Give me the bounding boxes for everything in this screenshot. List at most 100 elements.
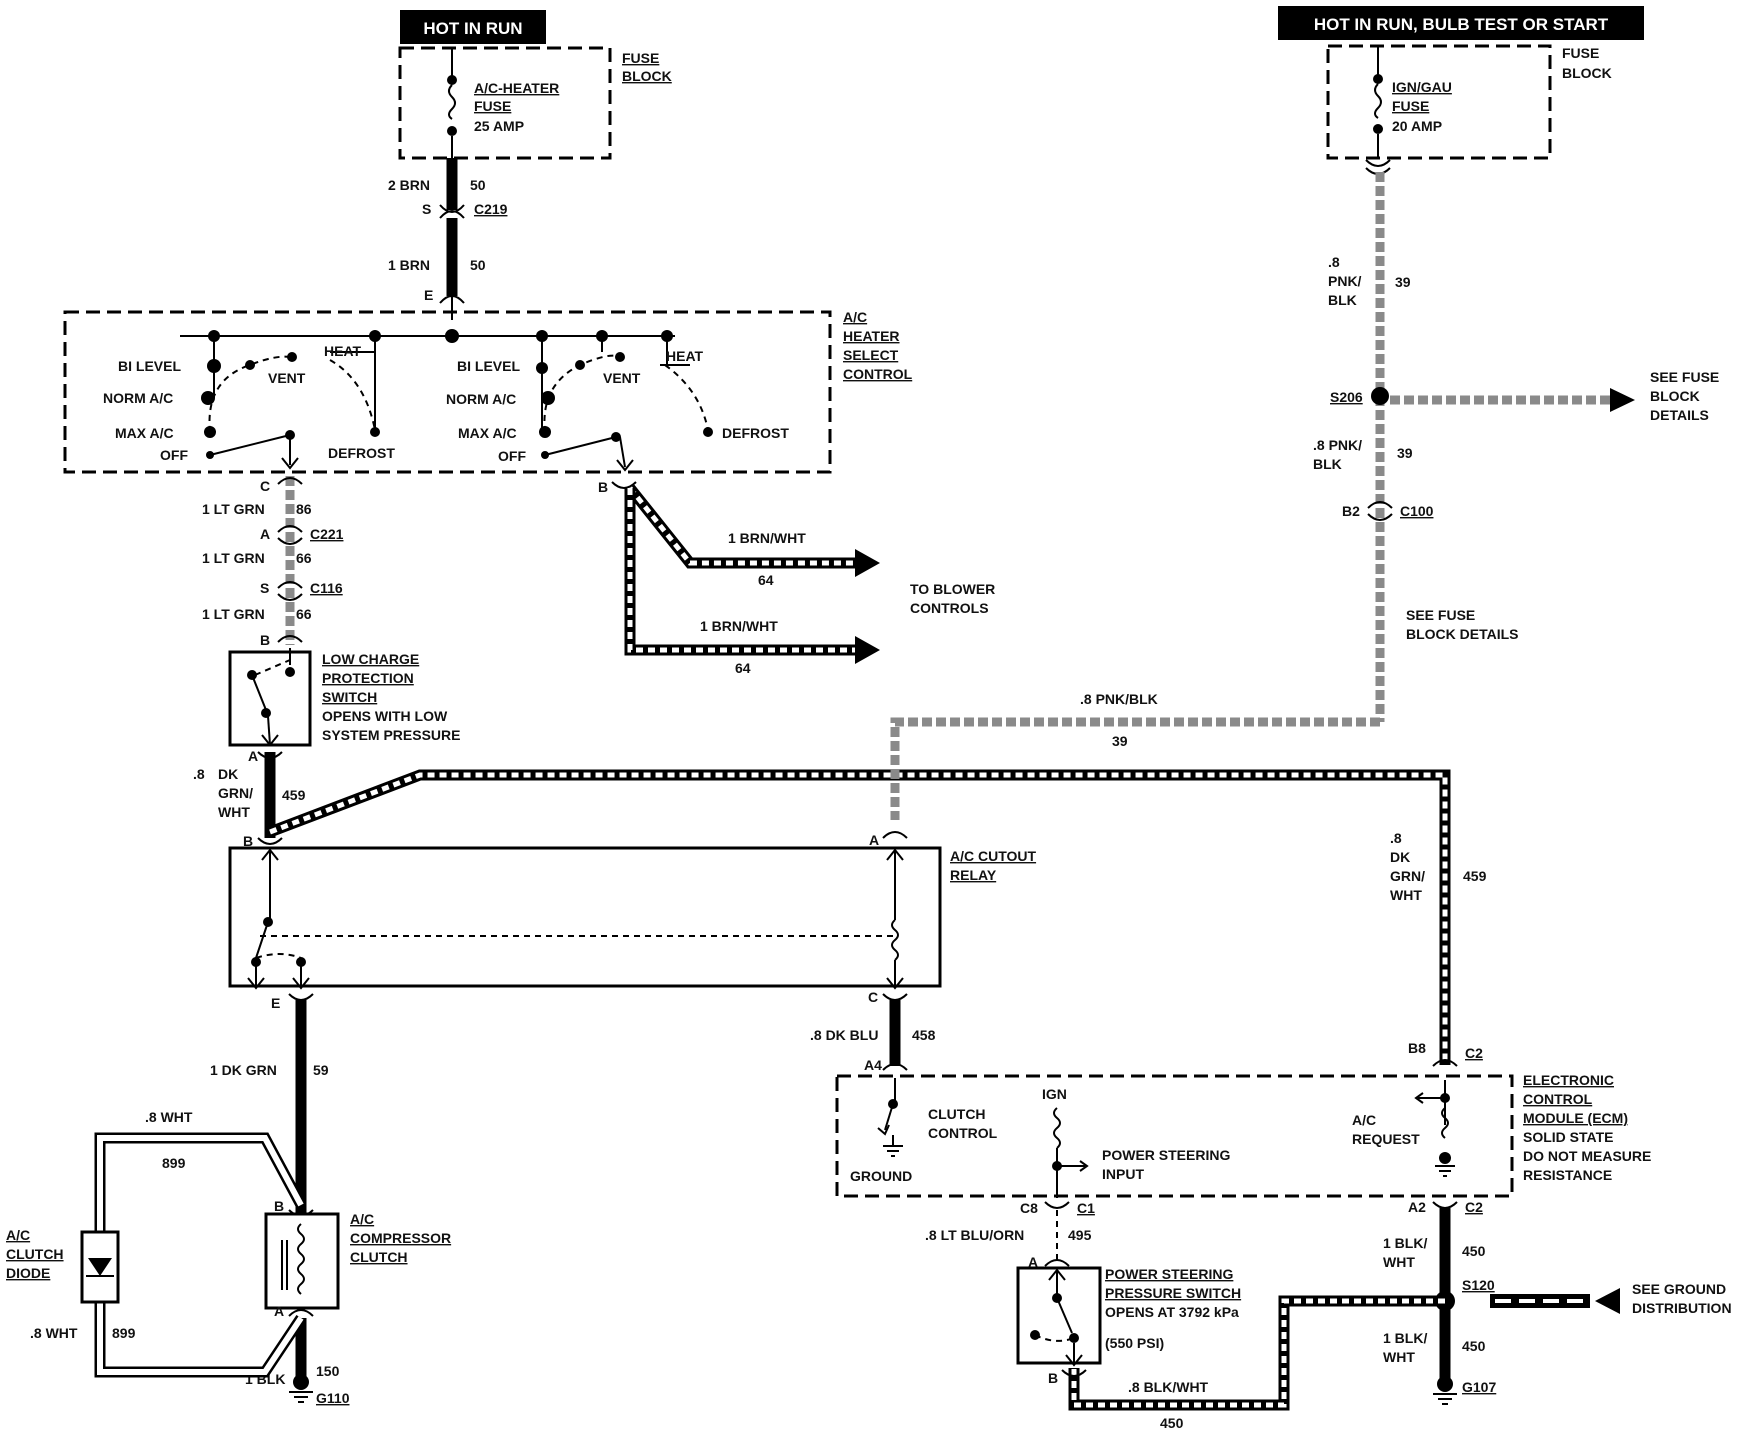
wire-495: C8 C1 .8 LT BLU/ORN 495 A xyxy=(925,1200,1095,1270)
ecm-title-3: MODULE (ECM) xyxy=(1523,1110,1628,1126)
diode-icon xyxy=(88,1258,112,1276)
wire-899a-circuit: 899 xyxy=(162,1155,186,1171)
header-left: HOT IN RUN xyxy=(400,10,546,44)
wire-450: A2 C2 B SEE GROUND DISTRIBUTION 1 BLK/ W… xyxy=(1048,1199,1732,1431)
fuse-icon xyxy=(448,84,456,120)
lcps-desc-1: OPENS WITH LOW xyxy=(322,708,448,724)
wire-86b-gauge: 1 LT GRN xyxy=(202,550,265,566)
header-right: HOT IN RUN, BULB TEST OR START xyxy=(1278,6,1644,40)
c116-name: C116 xyxy=(310,580,343,596)
ecm-ign-resistor xyxy=(1053,1107,1061,1149)
wire-50a-circuit: 50 xyxy=(470,177,486,193)
wire-86: C 1 LT GRN 86 A C221 1 LT GRN 66 S C116 … xyxy=(202,476,344,648)
lcps-title-3: SWITCH xyxy=(322,689,377,705)
fuse-right-name-1: IGN/GAU xyxy=(1392,79,1452,95)
ps-desc-2: (550 PSI) xyxy=(1105,1335,1164,1351)
compressor-title-3: CLUTCH xyxy=(350,1249,408,1265)
wire-86b-circuit: 66 xyxy=(296,550,312,566)
pin-b-control: B xyxy=(598,479,608,495)
blower-label-1: TO BLOWER xyxy=(910,581,995,597)
diode-title-1: A/C xyxy=(6,1227,30,1243)
compressor-title-1: A/C xyxy=(350,1211,374,1227)
right-defrost: DEFROST xyxy=(722,425,789,441)
pin-b8: B8 xyxy=(1408,1040,1426,1056)
see-fuse-block2-2: BLOCK DETAILS xyxy=(1406,626,1519,642)
lcps-title-1: LOW CHARGE xyxy=(322,651,419,667)
pin-a-relay: A xyxy=(869,832,879,848)
clutch-coil-icon xyxy=(297,1223,305,1295)
wire-450c-circuit: 450 xyxy=(1160,1415,1184,1431)
wire-50a-gauge: 2 BRN xyxy=(388,177,430,193)
ecm-desc-3: RESISTANCE xyxy=(1523,1167,1612,1183)
wire-86a-gauge: 1 LT GRN xyxy=(202,501,265,517)
c116-pin: S xyxy=(260,580,269,596)
wire-39b-gauge-1: .8 PNK/ xyxy=(1313,437,1362,453)
left-heat: HEAT xyxy=(324,343,362,359)
wire-450b-gauge-1: 1 BLK/ xyxy=(1383,1330,1427,1346)
wire-450c-gauge: .8 BLK/WHT xyxy=(1128,1379,1209,1395)
pin-c8: C8 xyxy=(1020,1200,1038,1216)
pin-c: C xyxy=(260,478,270,494)
left-norm-ac: NORM A/C xyxy=(103,390,173,406)
ecm-desc-1: SOLID STATE xyxy=(1523,1129,1613,1145)
wire-39a-gauge-2: PNK/ xyxy=(1328,273,1362,289)
see-fuse-block-3: DETAILS xyxy=(1650,407,1709,423)
pin-a-ps: A xyxy=(1028,1254,1038,1270)
ac-heater-select-control: BI LEVEL NORM A/C MAX A/C OFF VENT HEAT … xyxy=(63,309,913,474)
wire-458-circuit: 458 xyxy=(912,1027,936,1043)
c2-bot: C2 xyxy=(1465,1199,1483,1215)
header-right-text: HOT IN RUN, BULB TEST OR START xyxy=(1314,15,1609,34)
ground-g107: G107 xyxy=(1462,1379,1496,1395)
left-max-ac: MAX A/C xyxy=(115,425,174,441)
wire-64b-circuit: 64 xyxy=(735,660,751,676)
right-max-ac: MAX A/C xyxy=(458,425,517,441)
wire-39b-gauge-2: BLK xyxy=(1313,456,1342,472)
pin-e-top: E xyxy=(424,287,433,303)
fuse-block-right-label-1: FUSE xyxy=(1562,45,1599,61)
left-bi-level: BI LEVEL xyxy=(118,358,181,374)
wire-495-gauge: .8 LT BLU/ORN xyxy=(925,1227,1024,1243)
pin-c-relay: C xyxy=(868,989,878,1005)
control-title-2: HEATER xyxy=(843,328,900,344)
wire-39a-gauge-1: .8 xyxy=(1328,254,1340,270)
wire-86c-gauge: 1 LT GRN xyxy=(202,606,265,622)
see-fuse-block-2: BLOCK xyxy=(1650,388,1700,404)
right-off: OFF xyxy=(498,448,526,464)
wire-64b-gauge: 1 BRN/WHT xyxy=(700,618,778,634)
pin-b-lcps: B xyxy=(260,632,270,648)
wire-899b-gauge: .8 WHT xyxy=(30,1325,78,1341)
wire-450a-circuit: 450 xyxy=(1462,1243,1486,1259)
pin-a-comp: A xyxy=(274,1303,284,1319)
wire-459l-gauge-4: WHT xyxy=(218,804,250,820)
wire-495-circuit: 495 xyxy=(1068,1227,1092,1243)
ecm-ac-request-2: REQUEST xyxy=(1352,1131,1420,1147)
control-title-3: SELECT xyxy=(843,347,899,363)
wire-39: .8 PNK/ BLK 39 S206 SEE FUSE BLOCK DETAI… xyxy=(890,159,1719,820)
pin-a4: A4 xyxy=(864,1057,882,1073)
wire-458: C .8 DK BLU 458 A4 xyxy=(810,989,936,1073)
ecm: B8 C2 CLUTCH CONTROL GROUND IGN POWER ST… xyxy=(835,1040,1651,1198)
splice-s120: S120 xyxy=(1462,1277,1495,1293)
fuse-left-name-1: A/C-HEATER xyxy=(474,80,559,96)
wire-450a-gauge-1: 1 BLK/ xyxy=(1383,1235,1427,1251)
fuse-right-name-2: FUSE xyxy=(1392,98,1429,114)
pin-b-comp: B xyxy=(274,1198,284,1214)
ecm-ign: IGN xyxy=(1042,1086,1067,1102)
fuse-block-left: A/C-HEATER FUSE 25 AMP FUSE BLOCK xyxy=(398,46,672,160)
fuse-left-name-2: FUSE xyxy=(474,98,511,114)
control-title-4: CONTROL xyxy=(843,366,913,382)
wire-50b-gauge: 1 BRN xyxy=(388,257,430,273)
right-norm-ac: NORM A/C xyxy=(446,391,516,407)
wire-459r-gauge-3: GRN/ xyxy=(1390,868,1425,884)
see-ground-1: SEE GROUND xyxy=(1632,1281,1726,1297)
fuse-block-left-label-1: FUSE xyxy=(622,50,659,66)
pin-b-ps: B xyxy=(1048,1370,1058,1386)
wire-459r-circuit: 459 xyxy=(1463,868,1487,884)
relay-title-2: RELAY xyxy=(950,867,997,883)
wire-459l-gauge-2: DK xyxy=(218,766,238,782)
wire-459r-gauge-2: DK xyxy=(1390,849,1410,865)
wire-899a-gauge: .8 WHT xyxy=(145,1109,193,1125)
wire-39c-gauge: .8 PNK/BLK xyxy=(1080,691,1158,707)
ecm-ground: GROUND xyxy=(850,1168,912,1184)
